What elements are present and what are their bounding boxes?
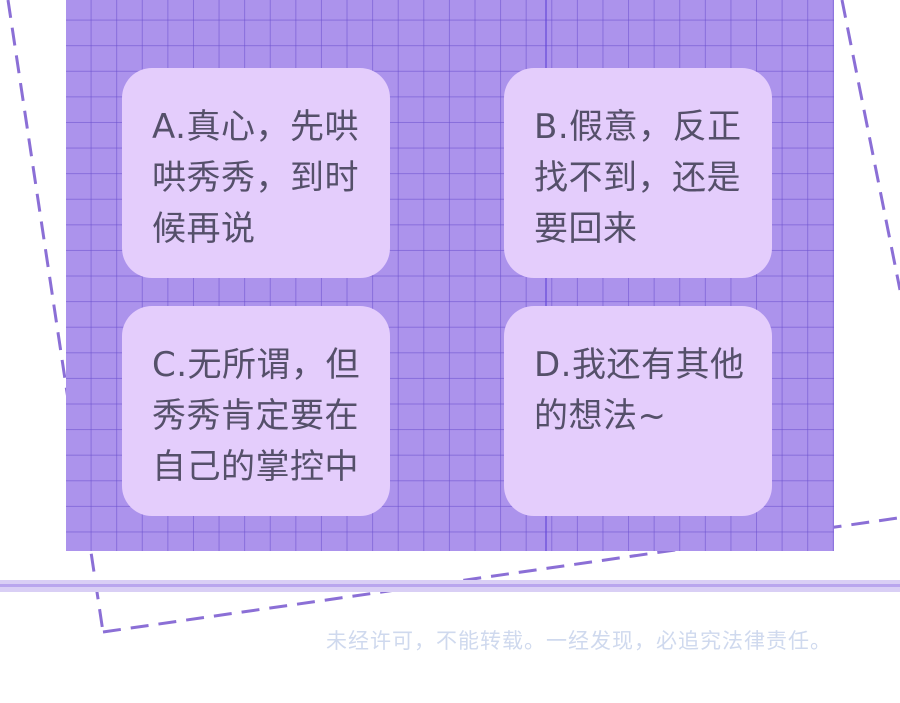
option-b-text: B.假意，反正找不到，还是要回来 (534, 107, 742, 249)
option-card-d[interactable]: D.我还有其他的想法~ (504, 306, 772, 516)
copyright-watermark: 未经许可，不能转载。一经发现，必追究法律责任。 (326, 629, 832, 653)
option-c-text: C.无所谓，但秀秀肯定要在自己的掌控中 (152, 345, 361, 487)
option-d-text: D.我还有其他的想法~ (534, 345, 745, 436)
option-card-b[interactable]: B.假意，反正找不到，还是要回来 (504, 68, 772, 278)
option-card-a[interactable]: A.真心，先哄哄秀秀，到时候再说 (122, 68, 390, 278)
option-a-text: A.真心，先哄哄秀秀，到时候再说 (152, 107, 359, 249)
divider-line (0, 584, 900, 587)
option-card-c[interactable]: C.无所谓，但秀秀肯定要在自己的掌控中 (122, 306, 390, 516)
